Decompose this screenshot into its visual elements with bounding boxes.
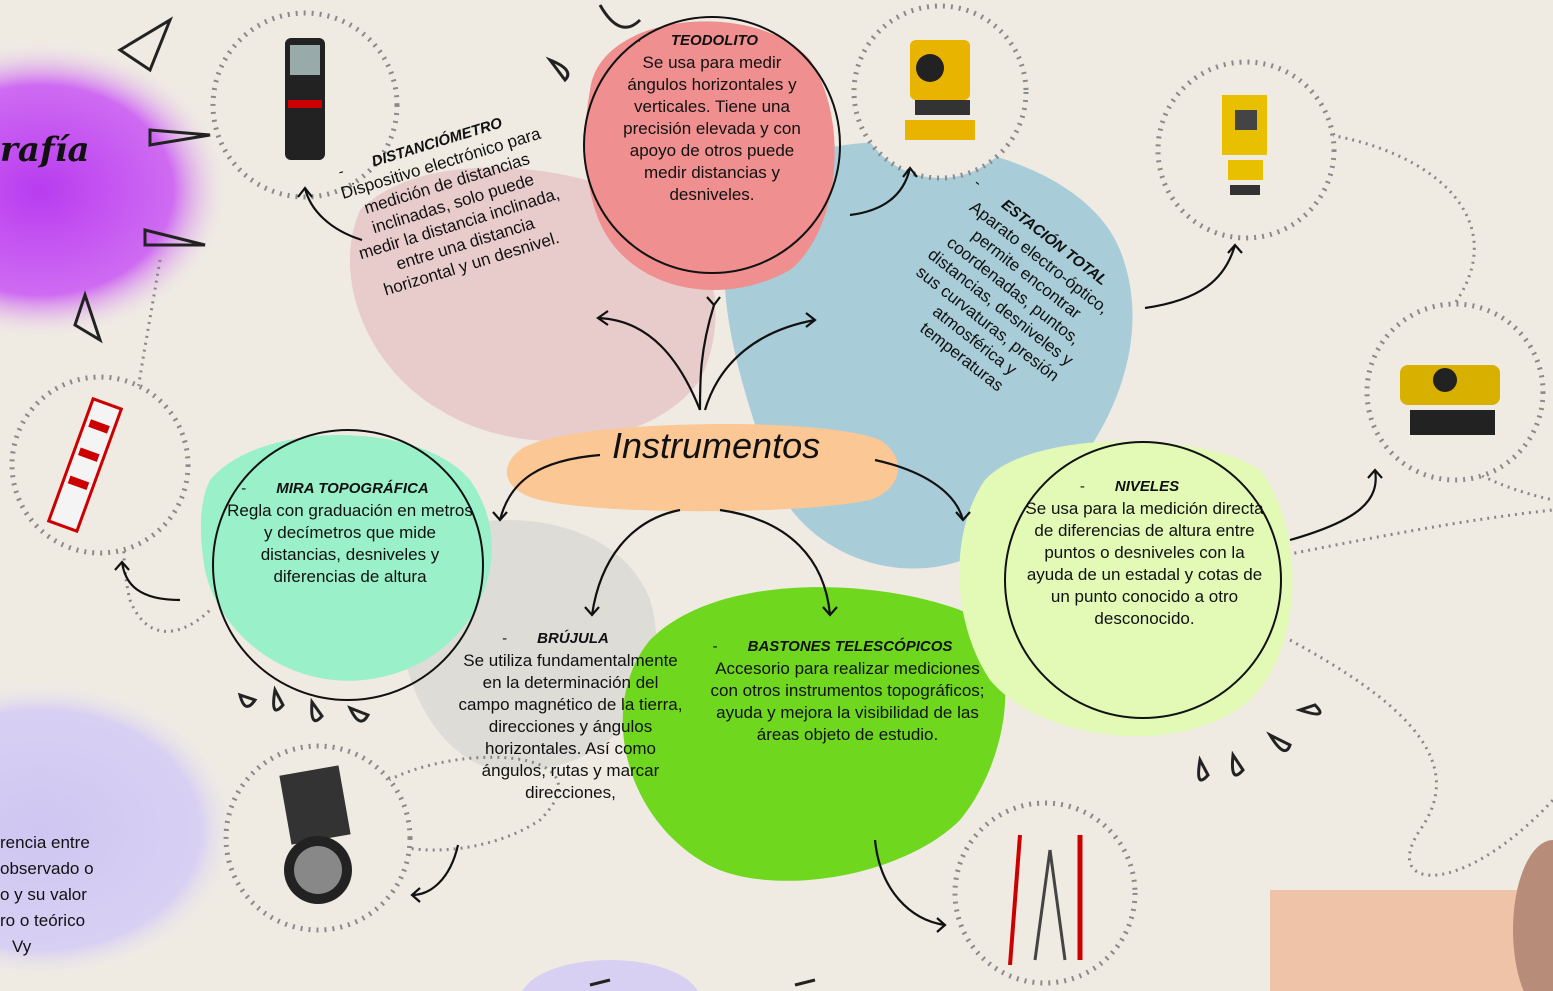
mira-circle [212,429,484,701]
bastones-text: Accesorio para realizar mediciones con o… [710,659,985,744]
brujula-node: BRÚJULA Se utiliza fundamentalmente en l… [458,628,683,804]
teodolito-icon [905,40,975,140]
corner-title: rafía [0,130,90,170]
side-note-line-3: o y su valor [0,885,87,904]
teodolito-title: TEODOLITO [612,30,812,52]
mira-icon [46,396,124,534]
mira-node: MIRA TOPOGRÁFICA Regla con graduación en… [225,478,475,588]
brujula-text: Se utiliza fundamentalmente en la determ… [458,651,683,802]
dotted-path-right-2 [1289,638,1553,877]
mira-title: MIRA TOPOGRÁFICA [225,478,475,500]
teodolito-circle [583,16,841,274]
dotted-path-niveles [1259,508,1553,562]
brown-corner [1513,840,1553,991]
teodolito-blob [585,21,835,290]
lavender-blob [0,680,240,980]
center-label: Instrumentos [612,425,821,466]
center-blob [506,423,899,512]
niveles-node: NIVELES Se usa para la medición directa … [1022,476,1267,630]
lavender-bottom [522,960,698,991]
teodolito-text: Se usa para medir ángulos horizontales y… [623,53,801,204]
distanciometro-icon [285,38,325,160]
brujula-icon [279,765,352,904]
purple-splash [0,40,230,340]
nivel-automatico-icon [1400,365,1500,435]
niveles-text: Se usa para la medición directa de difer… [1025,499,1264,628]
niveles-title: NIVELES [1022,476,1267,498]
connector-arrows [114,166,1383,933]
niveles-blob [959,441,1293,737]
side-note-line-5: Vy [12,937,32,956]
teodolito-node: TEODOLITO Se usa para medir ángulos hori… [612,30,812,206]
side-note: rencia entre observado o o y su valor ro… [0,830,94,960]
side-note-line-4: ro o teórico [0,911,86,930]
brujula-title: BRÚJULA [458,628,683,650]
bastones-title: BASTONES TELESCÓPICOS [705,636,990,658]
side-note-line-2: observado o [0,859,94,878]
bastones-node: BASTONES TELESCÓPICOS Accesorio para rea… [705,636,990,746]
estacion-total-icon [1222,95,1267,195]
bastones-icon [1008,834,1083,966]
mira-text: Regla con graduación en metros y decímet… [227,501,473,586]
niveles-circle [1004,441,1282,719]
orange-pink-tile [1270,890,1553,991]
side-note-line-1: rencia entre [0,833,90,852]
green-watercolor [622,587,1006,881]
decorative-petals [73,4,1322,987]
